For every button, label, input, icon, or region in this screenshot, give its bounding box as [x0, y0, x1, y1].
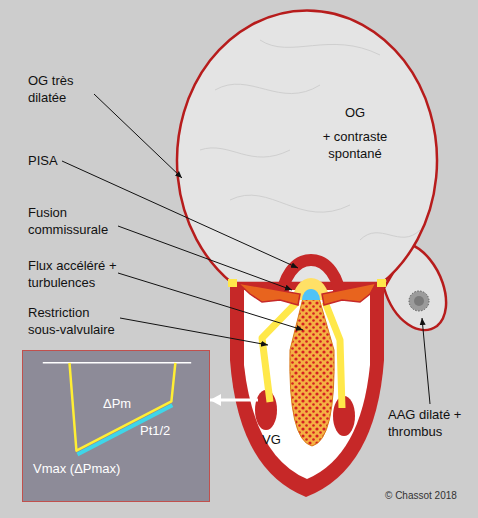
annulus — [377, 279, 386, 287]
leader-line — [94, 94, 182, 178]
mitral-leaflet — [322, 283, 376, 305]
copyright-note: © Chassot 2018 — [385, 489, 477, 502]
callout-label: PISA — [28, 152, 88, 169]
callout-label: Fusion commissurale — [28, 204, 118, 238]
callout-label: Restriction sous-valvulaire — [28, 304, 120, 338]
marble-texture — [200, 40, 420, 240]
chamber-label: OG — [330, 104, 380, 121]
annulus — [228, 279, 237, 287]
left-atrium: OG + contraste spontané — [180, 8, 442, 288]
ventricle-cavity — [244, 290, 370, 479]
ventricle-wall — [230, 282, 384, 497]
connector-arrow — [210, 394, 258, 406]
node-outline — [180, 8, 442, 288]
doppler-value: Pt1/2 — [140, 422, 200, 439]
thrombus — [409, 291, 429, 311]
leader-line — [62, 161, 298, 268]
leader-line — [120, 318, 268, 345]
callout-label: OG très dilatée — [28, 72, 93, 106]
mitral-leaflet — [238, 283, 300, 305]
leader-line — [422, 318, 430, 404]
baseline — [43, 362, 191, 363]
connector-line — [210, 399, 258, 402]
pisa-core — [302, 289, 320, 300]
leader-line — [118, 273, 303, 330]
valve-dome — [282, 260, 340, 300]
chamber-note: + contraste spontané — [310, 128, 400, 162]
papillary-muscle — [333, 396, 355, 436]
papillary-muscle — [255, 390, 277, 430]
doppler-value: Vmax (ΔPmax) — [33, 460, 173, 477]
node-outline — [23, 351, 209, 501]
stenotic-jet — [290, 298, 334, 446]
doppler-inset: ΔPmPt1/2Vmax (ΔPmax) — [22, 350, 210, 502]
atrium-outline — [177, 10, 437, 283]
arrow-head — [210, 394, 221, 406]
callout-label: AAG dilaté + thrombus — [388, 406, 468, 440]
doppler-value: ΔPm — [103, 395, 153, 412]
chordae — [325, 302, 342, 408]
left-ventricle: VG — [258, 300, 345, 450]
chordae — [262, 302, 297, 402]
pisa-shell — [293, 278, 329, 300]
thrombus-core — [414, 296, 424, 306]
chamber-label: VG — [262, 431, 302, 448]
callout-label: Flux accéléré + turbulences — [28, 257, 118, 291]
leader-line — [118, 226, 292, 290]
